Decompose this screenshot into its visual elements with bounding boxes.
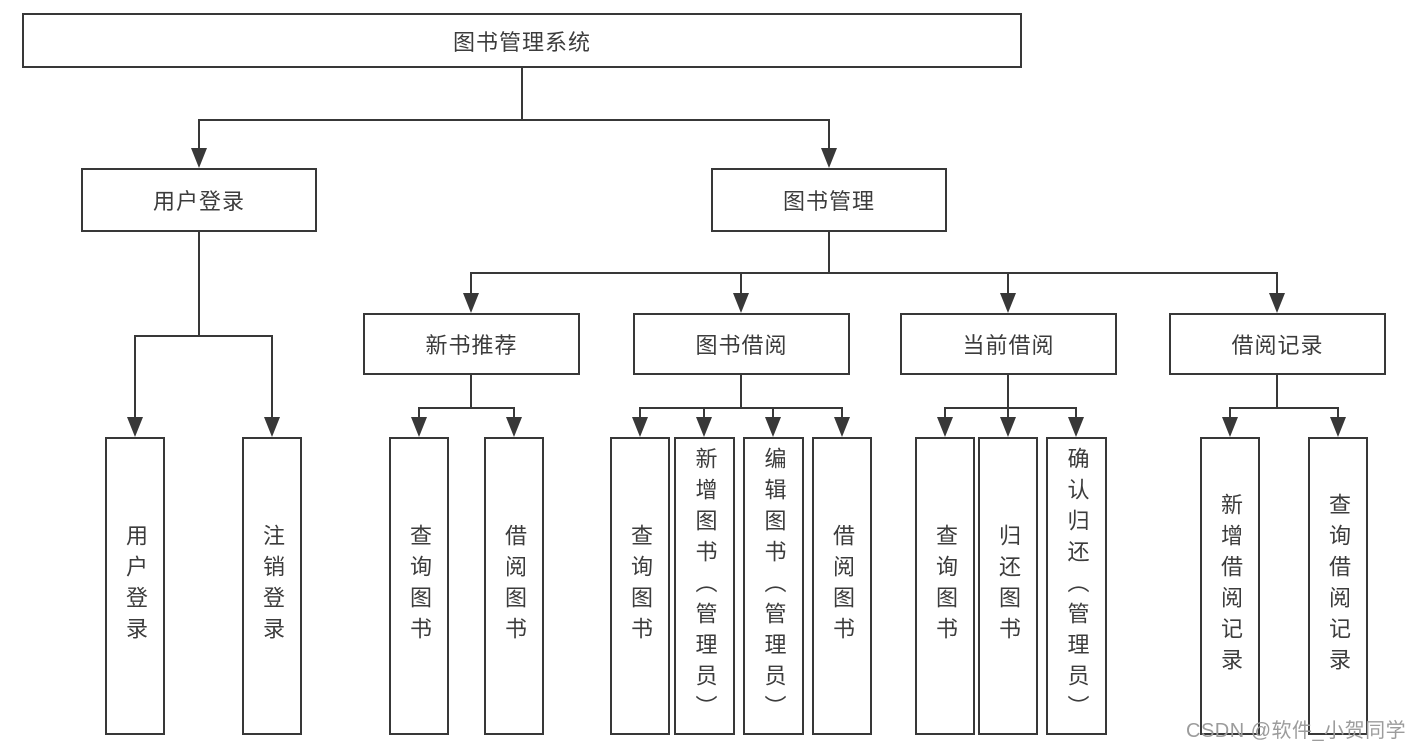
drop-line	[944, 407, 946, 417]
leaf-logout-login: 注销登录	[242, 437, 302, 735]
drop-line	[740, 272, 742, 293]
book-mgmt-stem-line	[828, 232, 830, 272]
drop-line	[1007, 272, 1009, 293]
leaf-label: 查询借阅记录	[1326, 493, 1351, 679]
drop-line	[271, 335, 273, 417]
node-label: 借阅记录	[1231, 333, 1324, 358]
drop-line	[1276, 272, 1278, 293]
leaf-borrow-books-2: 借阅图书	[812, 437, 872, 735]
arrow-down-icon	[632, 417, 648, 437]
node-borrowing-records: 借阅记录	[1169, 313, 1386, 375]
user-login-bar-line	[134, 335, 273, 337]
arrow-down-icon	[463, 293, 479, 313]
user-login-stem-line	[198, 232, 200, 335]
drop-line	[828, 119, 830, 150]
node-user-login: 用户登录	[81, 168, 317, 232]
level3-bar-line	[470, 272, 1278, 274]
arrow-down-icon	[937, 417, 953, 437]
node-book-management: 图书管理	[711, 168, 947, 232]
bar-line	[640, 407, 843, 409]
node-label: 图书借阅	[695, 333, 788, 358]
leaf-edit-book-admin: 编辑图书（管理员）	[743, 437, 804, 735]
arrow-down-icon	[1000, 293, 1016, 313]
leaf-label: 归还图书	[996, 524, 1021, 648]
leaf-label: 确认归还（管理员）	[1064, 446, 1090, 726]
leaf-label: 查询图书	[933, 524, 958, 648]
drop-line	[513, 407, 515, 417]
drop-line	[1075, 407, 1077, 417]
node-book-borrowing: 图书借阅	[633, 313, 850, 375]
node-new-book-recommend: 新书推荐	[363, 313, 580, 375]
arrow-down-icon	[733, 293, 749, 313]
leaf-label: 查询图书	[407, 524, 432, 648]
arrow-down-icon	[696, 417, 712, 437]
bar-line	[945, 407, 1077, 409]
arrow-down-icon	[1000, 417, 1016, 437]
arrow-down-icon	[1068, 417, 1084, 437]
leaf-label: 用户登录	[123, 524, 148, 648]
arrow-down-icon	[821, 148, 837, 168]
stem-line	[470, 375, 472, 407]
leaf-label: 新增图书（管理员）	[692, 446, 718, 726]
arrow-down-icon	[191, 148, 207, 168]
leaf-label: 查询图书	[628, 524, 653, 648]
node-label: 图书管理	[782, 189, 875, 214]
drop-line	[639, 407, 641, 417]
drop-line	[198, 119, 200, 150]
root-stem-line	[521, 68, 523, 120]
leaf-query-borrow-record: 查询借阅记录	[1308, 437, 1368, 735]
arrow-down-icon	[264, 417, 280, 437]
leaf-query-books-1: 查询图书	[389, 437, 449, 735]
node-label: 图书管理系统	[452, 29, 591, 55]
arrow-down-icon	[765, 417, 781, 437]
arrow-down-icon	[506, 417, 522, 437]
level2-bar-line	[198, 119, 830, 121]
leaf-add-book-admin: 新增图书（管理员）	[674, 437, 735, 735]
leaf-label: 借阅图书	[502, 524, 527, 648]
leaf-add-borrow-record: 新增借阅记录	[1200, 437, 1260, 735]
node-current-borrowing: 当前借阅	[900, 313, 1117, 375]
arrow-down-icon	[1222, 417, 1238, 437]
drop-line	[841, 407, 843, 417]
drop-line	[1007, 407, 1009, 417]
arrow-down-icon	[834, 417, 850, 437]
leaf-return-books: 归还图书	[978, 437, 1038, 735]
drop-line	[1337, 407, 1339, 417]
leaf-label: 注销登录	[260, 524, 285, 648]
leaf-label: 借阅图书	[830, 524, 855, 648]
node-label: 当前借阅	[962, 333, 1055, 358]
drop-line	[772, 407, 774, 417]
leaf-user-login: 用户登录	[105, 437, 165, 735]
stem-line	[1276, 375, 1278, 407]
drop-line	[418, 407, 420, 417]
arrow-down-icon	[411, 417, 427, 437]
arrow-down-icon	[1330, 417, 1346, 437]
drop-line	[1229, 407, 1231, 417]
arrow-down-icon	[127, 417, 143, 437]
node-label: 新书推荐	[425, 333, 518, 358]
stem-line	[740, 375, 742, 407]
leaf-borrow-books-1: 借阅图书	[484, 437, 544, 735]
stem-line	[1007, 375, 1009, 407]
bar-line	[419, 407, 515, 409]
leaf-label: 编辑图书（管理员）	[761, 446, 787, 726]
leaf-query-books-3: 查询图书	[915, 437, 975, 735]
csdn-watermark: CSDN @软件_小贺同学	[1186, 720, 1405, 742]
drop-line	[703, 407, 705, 417]
leaf-confirm-return-admin: 确认归还（管理员）	[1046, 437, 1107, 735]
drop-line	[470, 272, 472, 293]
arrow-down-icon	[1269, 293, 1285, 313]
node-library-management-system: 图书管理系统	[22, 13, 1022, 68]
bar-line	[1230, 407, 1339, 409]
drop-line	[134, 335, 136, 417]
leaf-label: 新增借阅记录	[1218, 493, 1243, 679]
leaf-query-books-2: 查询图书	[610, 437, 670, 735]
node-label: 用户登录	[152, 189, 245, 214]
